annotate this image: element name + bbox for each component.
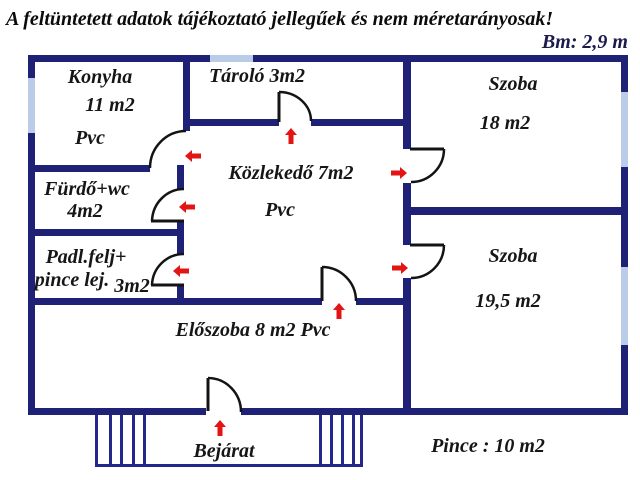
porch-step-line — [330, 415, 333, 467]
room-label-kozlekedo: Közlekedő 7m2 — [228, 162, 354, 184]
door-arrow-szoba-also-right-icon — [392, 262, 408, 274]
door-arrow-furdo-left-icon — [179, 201, 195, 213]
room-label-eloszoba: Előszoba 8 m2 Pvc — [175, 319, 331, 341]
room-label-konyha-name: Konyha — [67, 66, 133, 88]
porch-step-line — [132, 415, 135, 467]
door-arc-bejarat — [207, 376, 243, 413]
wall-center-divider-top — [403, 55, 411, 149]
wall-tarolo-bottom-left — [183, 119, 279, 126]
wall-eloszoba-top-left — [28, 298, 322, 305]
room-label-furdo-area: 4m2 — [67, 200, 103, 222]
room-label-bejarat: Bejárat — [193, 440, 255, 462]
room-label-tarolo: Tároló 3m2 — [208, 65, 306, 87]
room-label-szoba-felso-area: 18 m2 — [479, 112, 531, 134]
door-arrow-konyha-left-icon — [185, 150, 201, 162]
door-arrow-eloszoba-up-icon — [333, 303, 345, 319]
room-label-padlas-line1: Padl.felj+ — [45, 246, 127, 268]
wall-top — [28, 55, 628, 62]
wall-center-divider-bottom — [403, 278, 411, 415]
porch-step-line — [109, 415, 112, 467]
door-arrow-tarolo-up-icon — [285, 128, 297, 144]
door-arc-tarolo — [278, 90, 313, 122]
room-label-konyha-floor: Pvc — [75, 127, 105, 149]
wall-konyha-tarolo — [183, 55, 190, 131]
window-szoba-felso — [621, 92, 628, 167]
window-konyha — [28, 78, 35, 133]
wall-szoba-divider — [403, 207, 628, 215]
room-label-padlas-area: 3m2 — [114, 275, 150, 297]
porch-step-line — [352, 415, 355, 467]
room-label-szoba-also-area: 19,5 m2 — [475, 290, 541, 312]
building-height-text: Bm: 2,9 m — [541, 31, 628, 53]
door-arc-konyha — [148, 129, 187, 169]
wall-padlas-right — [177, 285, 184, 305]
door-arc-szoba-felso — [410, 148, 446, 184]
wall-eloszoba-top-right — [356, 298, 411, 305]
door-arrow-szoba-felso-right-icon — [391, 167, 407, 179]
room-label-szoba-felso-name: Szoba — [488, 73, 538, 95]
wall-right — [621, 55, 628, 415]
room-label-pince: Pince : 10 m2 — [431, 435, 545, 457]
room-label-padlas-line2: pince lej. — [34, 269, 110, 291]
wall-furdo-right-bottom — [177, 222, 184, 254]
wall-bottom-right — [241, 408, 628, 415]
porch-step-line — [143, 415, 146, 467]
disclaimer-text: A feltüntetett adatok tájékoztató jelleg… — [6, 8, 554, 30]
wall-konyha-bottom — [28, 165, 150, 172]
window-tarolo — [210, 55, 253, 62]
entrance-porch — [95, 415, 363, 467]
room-label-kozlekedo-floor: Pvc — [265, 199, 295, 221]
window-szoba-also — [621, 267, 628, 345]
room-label-furdo-name: Fürdő+wc — [44, 178, 130, 200]
wall-tarolo-bottom-right — [311, 119, 411, 126]
room-label-konyha-area: 11 m2 — [85, 94, 135, 116]
porch-step-line — [120, 415, 123, 467]
wall-bottom-left — [28, 408, 206, 415]
door-arc-eloszoba — [321, 265, 358, 302]
wall-furdo-bottom — [28, 229, 184, 236]
wall-furdo-right-top — [177, 165, 184, 189]
porch-step-line — [341, 415, 344, 467]
porch-step-line — [319, 415, 322, 467]
room-label-szoba-also-name: Szoba — [488, 245, 538, 267]
